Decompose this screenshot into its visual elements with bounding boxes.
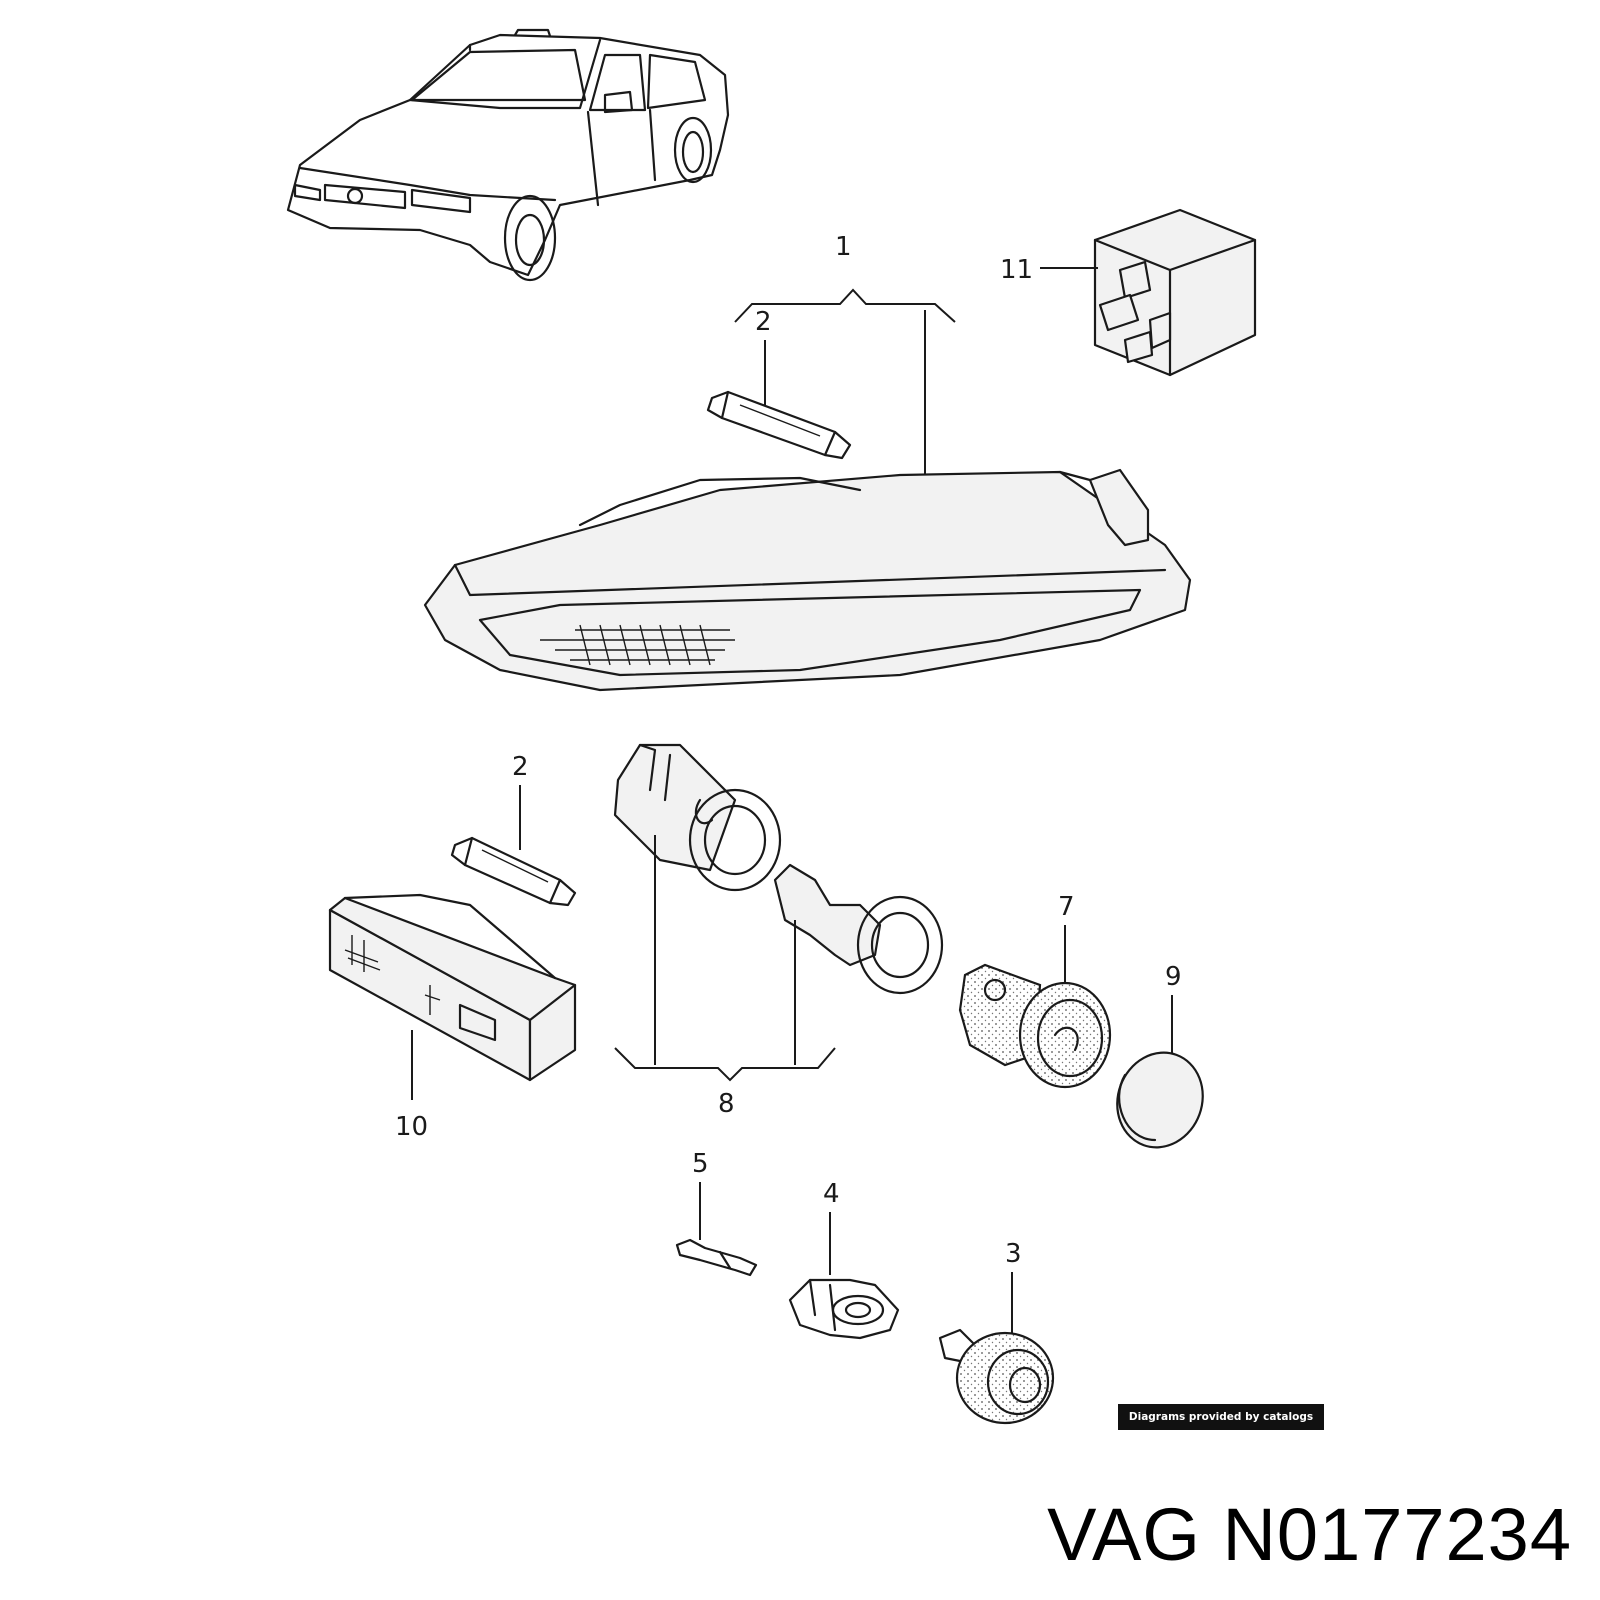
callout-2-upper: 2 <box>755 307 772 337</box>
interior-lamp-icon <box>423 468 1192 692</box>
festoon-bulb-icon <box>706 390 852 460</box>
socket-insert-icon <box>773 863 944 995</box>
lighter-socket-icon <box>613 743 782 892</box>
blanking-cap-icon <box>1116 1051 1204 1149</box>
bulb-holder-icon <box>788 1278 900 1340</box>
callout-1: 1 <box>835 232 852 262</box>
callout-3: 3 <box>1005 1239 1022 1269</box>
credit-badge: Diagrams provided by catalogs parts <box>1118 1404 1324 1449</box>
festoon-bulb-icon <box>450 836 577 907</box>
switch-knob-icon <box>938 1328 1055 1425</box>
hatchback-car-icon <box>286 28 730 282</box>
cigarette-lighter-icon <box>958 963 1112 1089</box>
terminal-clip-icon <box>675 1238 758 1277</box>
brand-label: VAG <box>1047 1493 1201 1576</box>
callout-11: 11 <box>1000 255 1033 285</box>
callout-9: 9 <box>1165 962 1182 992</box>
switch-panel-icon <box>328 893 577 1082</box>
part-number-title: VAG N0177234 <box>1047 1492 1572 1577</box>
part-number-label: N0177234 <box>1222 1493 1572 1576</box>
callout-8: 8 <box>718 1089 735 1119</box>
callout-4: 4 <box>823 1179 840 1209</box>
bracket-1 <box>734 288 956 323</box>
callout-5: 5 <box>692 1149 709 1179</box>
bracket-8 <box>614 1047 836 1082</box>
relay-icon <box>1093 208 1257 377</box>
callout-7: 7 <box>1058 892 1075 922</box>
callout-2-lower: 2 <box>512 752 529 782</box>
callout-10: 10 <box>395 1112 428 1142</box>
